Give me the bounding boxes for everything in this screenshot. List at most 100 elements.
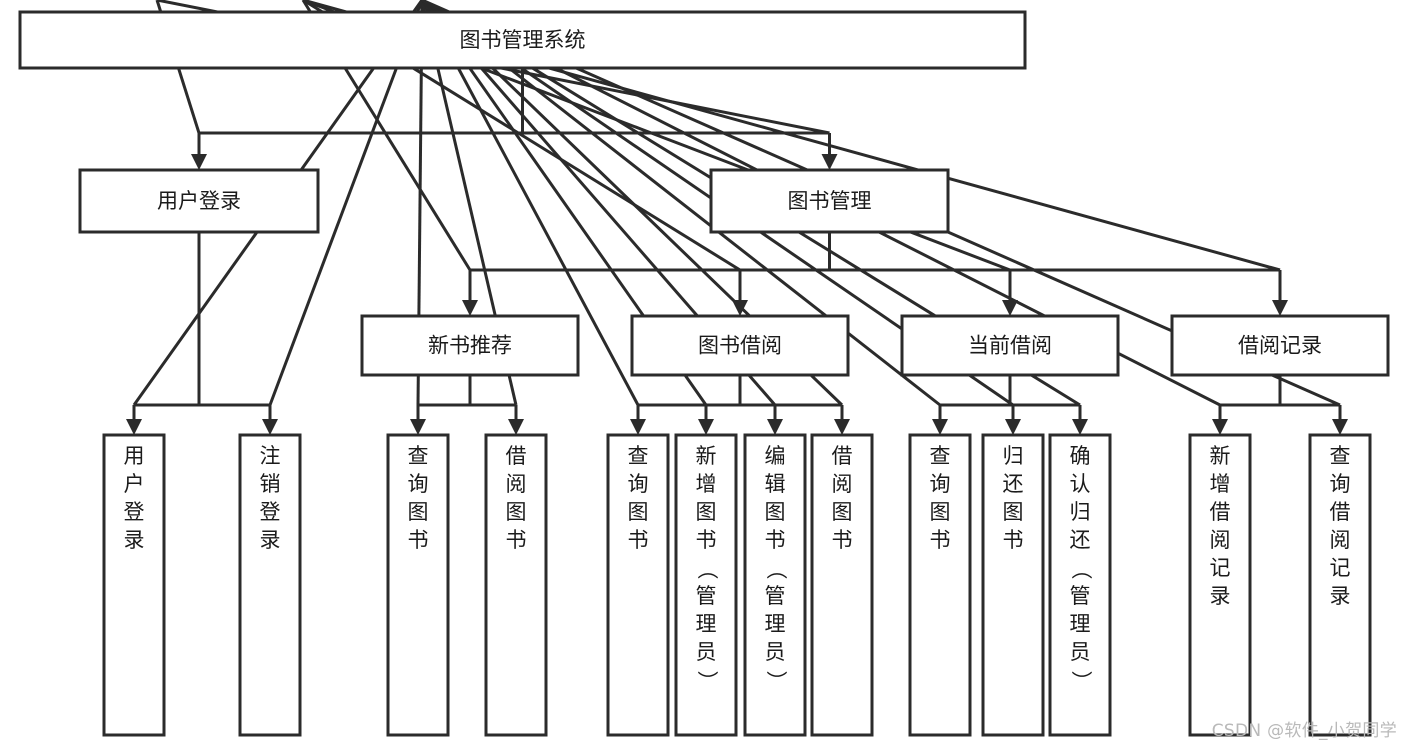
arrow-leaf-确认归还管理员-head: [1072, 419, 1088, 435]
node-label-char: 登: [124, 500, 145, 524]
arrow-level2-借阅记录-head: [1272, 300, 1288, 316]
node-label-char: 记: [1330, 556, 1351, 580]
node-box: [360, 314, 580, 377]
node-box: [981, 433, 1045, 737]
nodes-layer: 图书管理系统用户登录图书管理新书推荐图书借阅当前借阅借阅记录用户登录注销登录查询…: [18, 10, 1390, 737]
node-label-char: 借: [1210, 500, 1231, 524]
node-box: [78, 168, 320, 234]
node-level2-图书借阅[interactable]: 图书借阅: [630, 314, 850, 377]
arrow-leaf-编辑图书管理员-head: [767, 419, 783, 435]
node-label-char: 阅: [506, 472, 527, 496]
node-label-char: 还: [1070, 528, 1091, 552]
arrow-leaf-归还图书-head: [1005, 419, 1021, 435]
node-level2-当前借阅[interactable]: 当前借阅: [900, 314, 1120, 377]
node-box: [1308, 433, 1372, 737]
node-label-char: 管: [765, 584, 786, 608]
node-label: 当前借阅: [968, 334, 1052, 358]
node-label-char: 员: [696, 640, 717, 664]
node-label-char: 借: [832, 444, 853, 468]
node-box: [238, 433, 302, 737]
node-label-char: 新: [696, 444, 717, 468]
node-label-char: ）: [764, 671, 788, 692]
node-level1-图书管理[interactable]: 图书管理: [709, 168, 950, 234]
node-level2-借阅记录[interactable]: 借阅记录: [1170, 314, 1390, 377]
node-label-char: 图: [696, 500, 717, 524]
node-label-char: 图: [506, 500, 527, 524]
arrow-level1-图书管理-head: [821, 154, 838, 170]
node-label-char: 录: [1210, 584, 1231, 608]
node-label-char: （: [1069, 559, 1093, 580]
node-label-char: 编: [765, 444, 786, 468]
node-label-char: 辑: [765, 472, 786, 496]
arrow-level2-当前借阅-head: [1002, 300, 1018, 316]
node-label-char: 图: [628, 500, 649, 524]
node-box: [606, 433, 670, 737]
arrow-leaf-新增图书管理员-head: [698, 419, 714, 435]
arrow-leaf-借阅图书-head: [834, 419, 850, 435]
node-leaf-用户登录[interactable]: 用户登录: [102, 433, 166, 737]
node-label-char: 书: [506, 528, 527, 552]
node-label: 借阅记录: [1238, 334, 1322, 358]
node-label-char: 询: [408, 472, 429, 496]
node-label-char: 员: [1070, 640, 1091, 664]
node-label: 图书借阅: [698, 334, 782, 358]
node-box: [484, 433, 548, 737]
node-label-char: 员: [765, 640, 786, 664]
node-label-char: 归: [1003, 444, 1024, 468]
node-label-char: 图: [930, 500, 951, 524]
node-box: [674, 433, 738, 737]
node-label-char: 录: [260, 528, 281, 552]
node-label-char: 书: [832, 528, 853, 552]
node-label: 图书管理: [788, 189, 872, 213]
node-label-char: 理: [696, 612, 717, 636]
node-box: [908, 433, 972, 737]
node-label-char: 借: [1330, 500, 1351, 524]
node-label-char: 图: [1003, 500, 1024, 524]
node-label-char: ）: [1069, 671, 1093, 692]
node-label-char: 录: [124, 528, 145, 552]
node-label-char: 录: [1330, 584, 1351, 608]
arrow-leaf-注销登录-head: [262, 419, 278, 435]
arrow-level1-用户登录-head: [191, 154, 207, 170]
node-label-char: 书: [765, 528, 786, 552]
node-label-char: 记: [1210, 556, 1231, 580]
node-level2-新书推荐[interactable]: 新书推荐: [360, 314, 580, 377]
node-label-char: 查: [930, 444, 951, 468]
node-box: [386, 433, 450, 737]
node-label-char: 询: [628, 472, 649, 496]
node-label-char: 还: [1003, 472, 1024, 496]
node-root-图书管理系统[interactable]: 图书管理系统: [18, 10, 1027, 70]
node-box: [1170, 314, 1390, 377]
arrow-leaf-查询图书-head: [410, 419, 426, 435]
arrow-leaf-借阅图书-head: [508, 419, 524, 435]
node-label-char: 阅: [1210, 528, 1231, 552]
node-label-char: 销: [260, 472, 281, 496]
node-label-char: 书: [696, 528, 717, 552]
node-level1-用户登录[interactable]: 用户登录: [78, 168, 320, 234]
arrow-leaf-查询图书-head: [932, 419, 948, 435]
node-box: [102, 433, 166, 737]
node-label-char: 增: [1210, 472, 1231, 496]
node-label-char: 阅: [1330, 528, 1351, 552]
node-label-char: 用: [124, 444, 145, 468]
node-label-char: ）: [695, 671, 719, 692]
node-label-char: 图: [765, 500, 786, 524]
node-label-char: 归: [1070, 500, 1091, 524]
node-box: [18, 10, 1027, 70]
arrow-level2-新书推荐-head: [462, 300, 478, 316]
node-label-char: 查: [408, 444, 429, 468]
